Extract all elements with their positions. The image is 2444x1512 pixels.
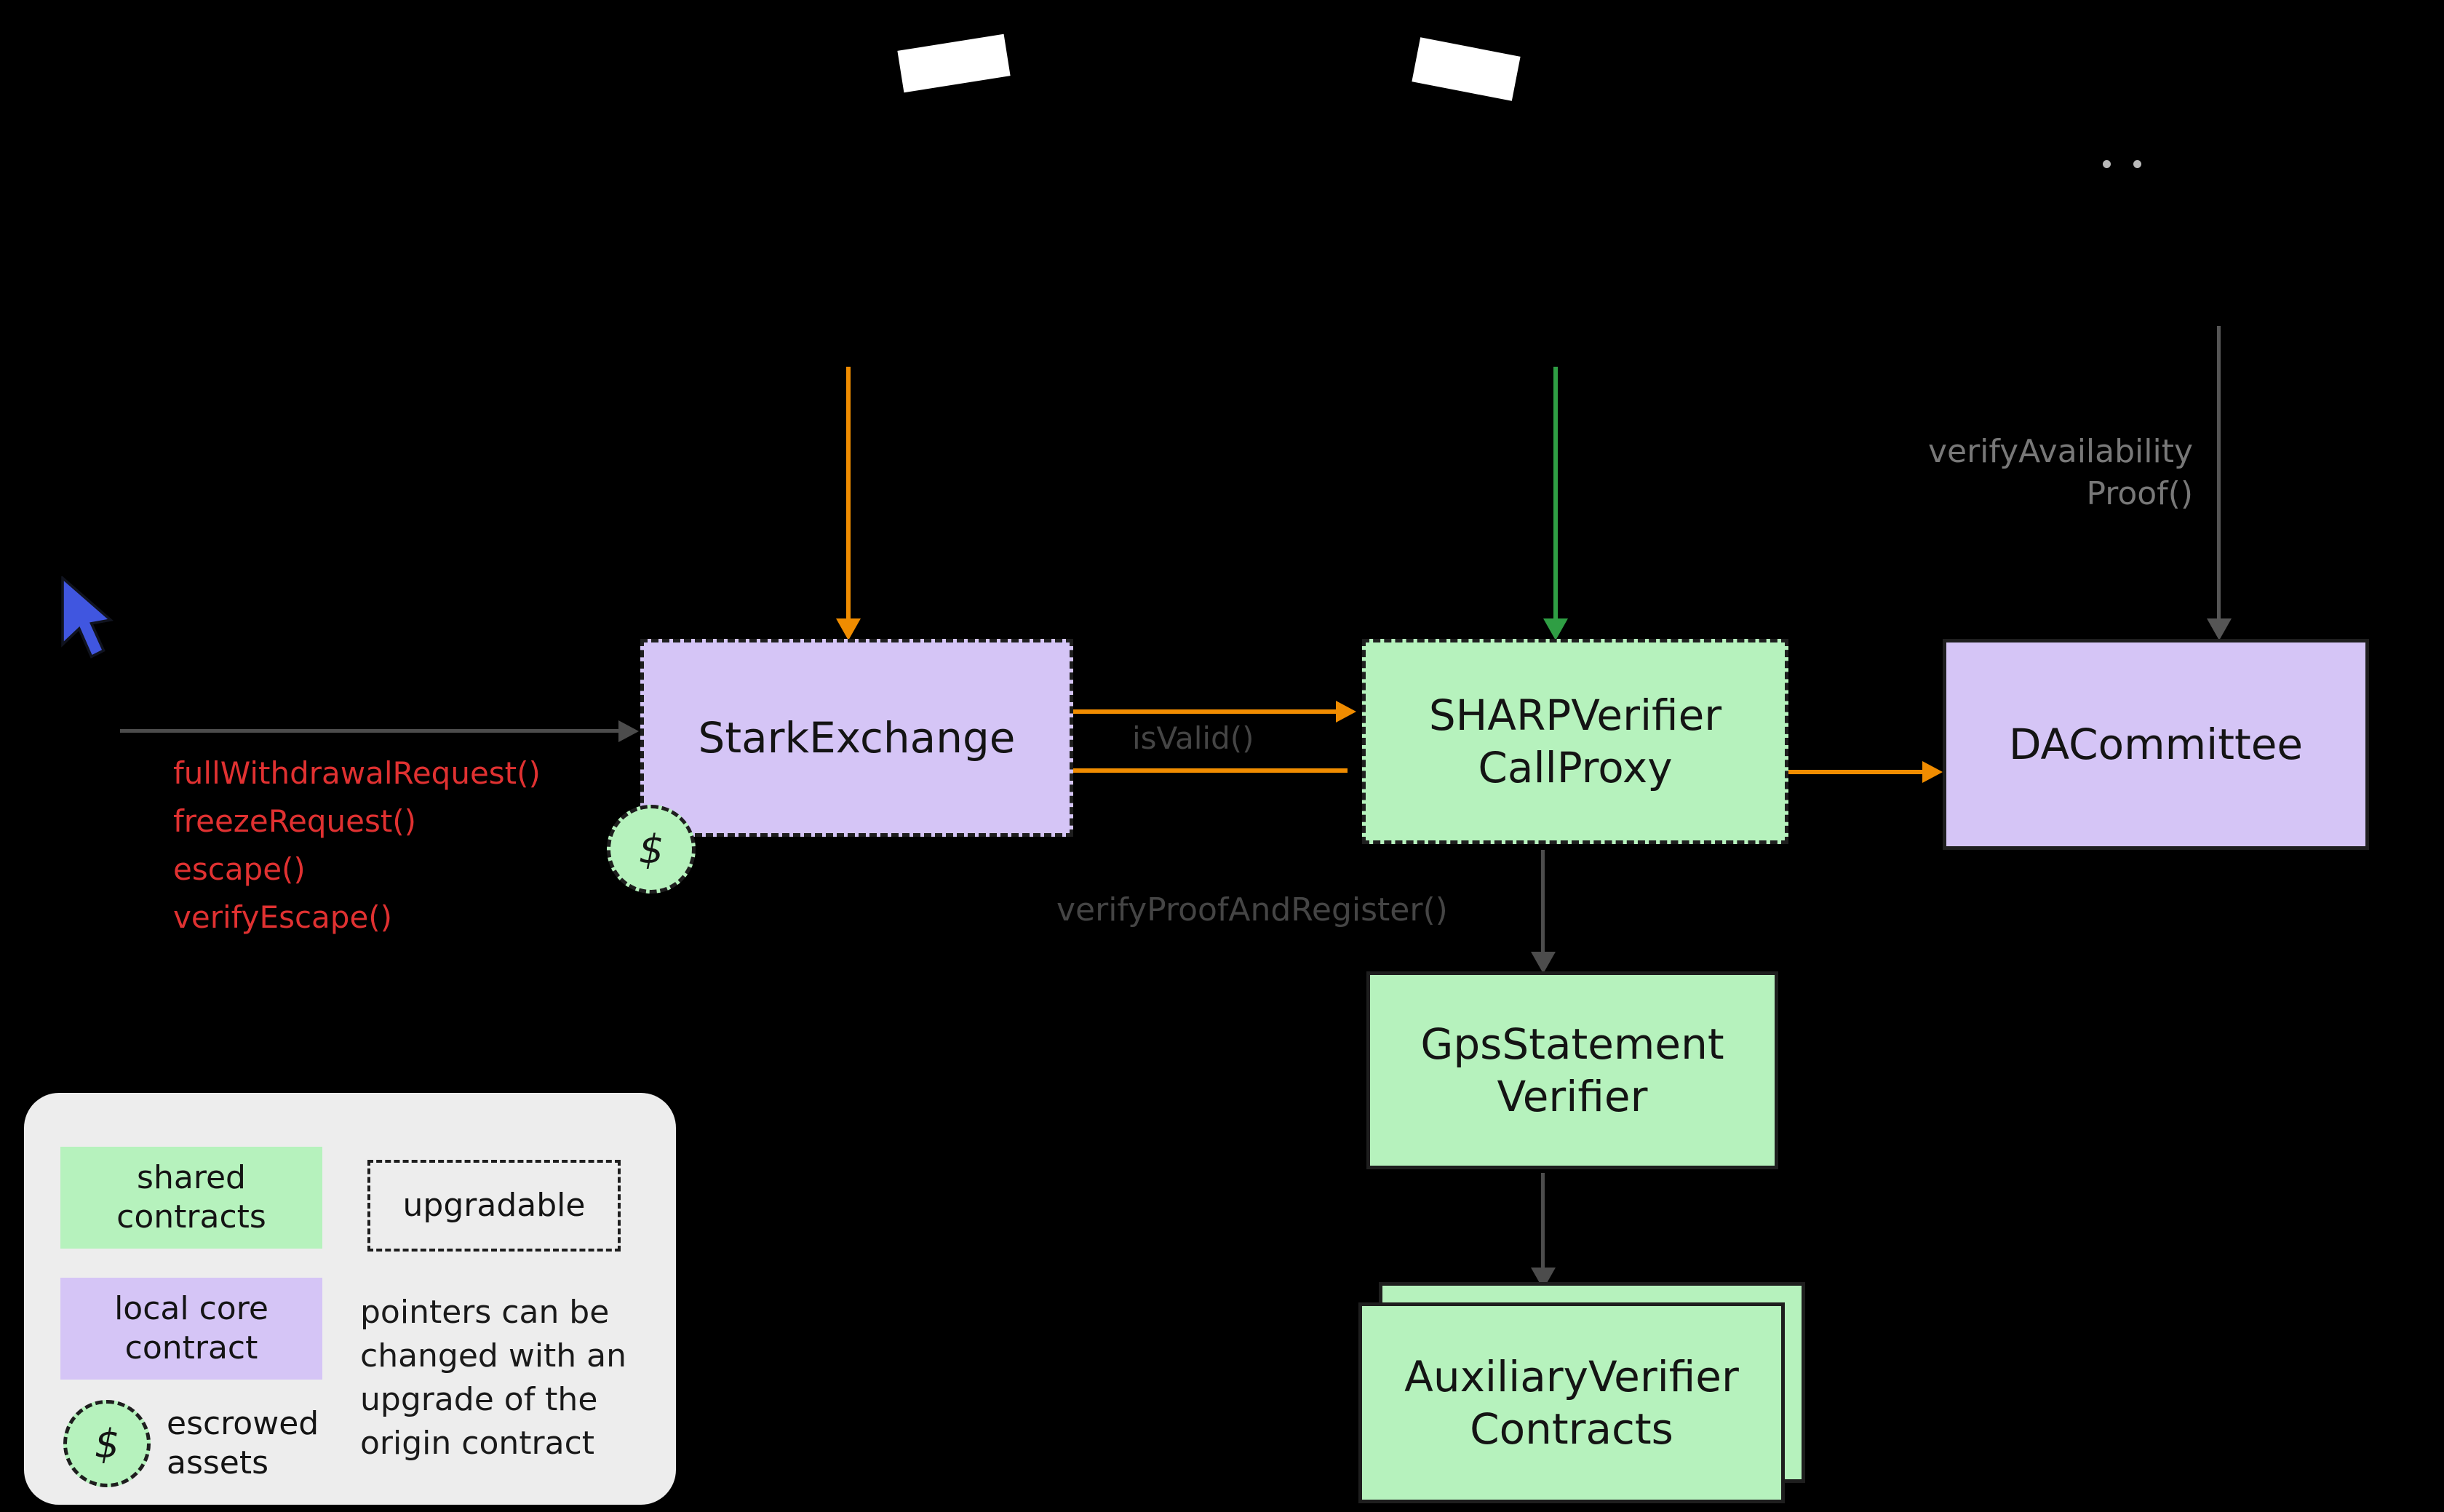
- ellipsis-dot-1: [2103, 160, 2111, 168]
- gps-statement-verifier-node: GpsStatement Verifier: [1366, 971, 1778, 1169]
- user-call-item: freezeRequest(): [173, 803, 417, 839]
- dacommittee-label: DACommittee: [2008, 720, 2304, 769]
- sharpverifier-label: SHARPVerifier: [1428, 691, 1722, 740]
- arrow-user-to-starkexchange: [120, 729, 621, 733]
- edge-label-isvalid: isValid(): [1132, 720, 1254, 756]
- gps-label: GpsStatement: [1420, 1019, 1724, 1069]
- arrowhead-operator-to-starkexchange: [836, 618, 861, 640]
- starkexchange-label: StarkExchange: [698, 713, 1016, 763]
- arrowhead-sharp-to-gps: [1531, 952, 1556, 974]
- legend-upgrade-note: pointers can be changed with an upgrade …: [360, 1294, 627, 1462]
- arrow-operator-to-starkexchange: [846, 367, 851, 623]
- arrow-sharp-to-dacommittee: [1788, 770, 1925, 774]
- sharpverifier-label: CallProxy: [1478, 743, 1673, 792]
- arrow-starkexchange-to-sharp-top: [1070, 709, 1337, 714]
- edge-label-verify-proof-and-register: verifyProofAndRegister(): [1056, 891, 1448, 928]
- legend-upgradable-box: upgradable: [367, 1160, 621, 1252]
- escrow-dollar-icon: $: [94, 1420, 120, 1467]
- gps-label: Verifier: [1497, 1072, 1648, 1121]
- arrowhead-prover-to-sharpverifier: [1543, 618, 1568, 640]
- laptop-screen-glare-right: [1412, 37, 1521, 101]
- legend-shared-contracts-swatch: shared contracts: [60, 1147, 322, 1249]
- starkexchange-node: StarkExchange: [640, 639, 1073, 837]
- sharpverifier-callproxy-node: SHARPVerifier CallProxy: [1362, 639, 1788, 844]
- line-starkexchange-to-sharp-bottom: [1070, 768, 1348, 773]
- arrowhead-sharp-to-dacommittee: [1922, 761, 1943, 783]
- user-call-item: escape(): [173, 851, 306, 887]
- cursor-icon: [61, 576, 114, 658]
- user-call-item: verifyEscape(): [173, 899, 393, 935]
- auxiliary-verifier-node: AuxiliaryVerifier Contracts: [1358, 1302, 1785, 1503]
- legend-panel: shared contracts upgradable local core c…: [24, 1093, 676, 1505]
- escrow-dollar-icon: $: [638, 826, 664, 872]
- arrowhead-user-to-starkexchange: [618, 720, 639, 742]
- arrow-member-to-dacommittee: [2217, 326, 2221, 623]
- arrow-sharp-to-gps: [1541, 850, 1545, 956]
- dacommittee-node: DACommittee: [1943, 639, 2369, 850]
- auxiliary-label: AuxiliaryVerifier: [1404, 1352, 1739, 1401]
- user-call-list: fullWithdrawalRequest() freezeRequest() …: [173, 749, 541, 942]
- starkexchange-escrow-badge: $: [607, 805, 696, 894]
- legend-escrowed-assets-label: escrowed assets: [167, 1405, 319, 1481]
- arrow-prover-to-sharpverifier: [1553, 367, 1558, 623]
- arrow-gps-to-auxiliary: [1541, 1173, 1545, 1272]
- legend-local-core-swatch: local core contract: [60, 1278, 322, 1380]
- auxiliary-label: Contracts: [1470, 1404, 1673, 1454]
- edge-label-verify-availability: verifyAvailability Proof(): [1927, 433, 2193, 512]
- ellipsis-dot-2: [2133, 160, 2141, 168]
- arrowhead-member-to-dacommittee: [2207, 618, 2232, 640]
- arrowhead-starkexchange-to-sharp: [1336, 701, 1356, 723]
- laptop-screen-glare-left: [897, 33, 1011, 93]
- legend-escrow-circle: $: [63, 1400, 151, 1487]
- user-call-item: fullWithdrawalRequest(): [173, 755, 541, 791]
